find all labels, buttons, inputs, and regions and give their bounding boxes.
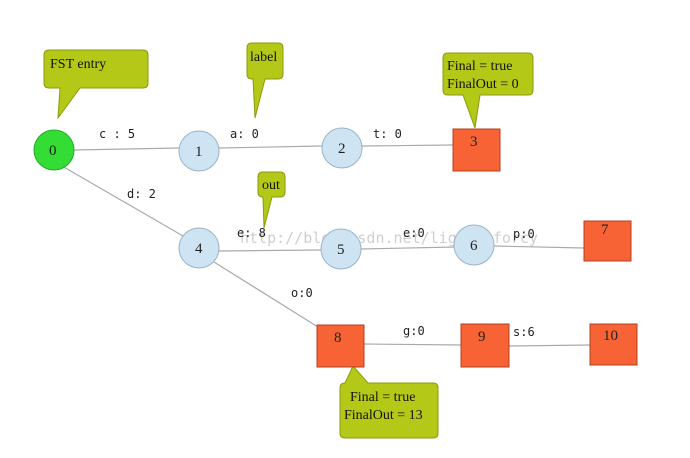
edge-4-8 bbox=[213, 261, 319, 328]
edge-9-10 bbox=[508, 344, 591, 347]
callout-final-8-line1: Final = true bbox=[350, 390, 415, 405]
node-6: 6 bbox=[453, 224, 495, 266]
edge-label-1-2: a: 0 bbox=[230, 127, 259, 141]
node-10-label: 10 bbox=[603, 328, 618, 344]
edge-6-7 bbox=[493, 245, 585, 249]
callout-out-text: out bbox=[262, 178, 280, 193]
node-9: 9 bbox=[460, 323, 510, 368]
node-9-label: 9 bbox=[478, 329, 486, 345]
edge-4-5 bbox=[218, 249, 322, 252]
edge-label-9-10: s:6 bbox=[513, 325, 535, 339]
edge-label-5-6: e:0 bbox=[403, 226, 425, 240]
edge-0-1 bbox=[72, 147, 181, 151]
edge-label-8-9: g:0 bbox=[403, 324, 425, 338]
node-5: 5 bbox=[320, 228, 362, 270]
edge-5-6 bbox=[360, 246, 456, 250]
callout-final-3-line2: FinalOut = 0 bbox=[447, 77, 519, 92]
node-6-label: 6 bbox=[470, 238, 478, 254]
edge-label-0-4: d: 2 bbox=[127, 187, 156, 201]
callout-final-3: Final = true FinalOut = 0 bbox=[442, 52, 534, 129]
node-10: 10 bbox=[589, 323, 638, 366]
edges bbox=[61, 144, 591, 347]
node-1: 1 bbox=[178, 130, 220, 172]
node-1-label: 1 bbox=[195, 144, 203, 160]
edge-label-6-7: p:0 bbox=[513, 227, 535, 241]
node-0: 0 bbox=[33, 129, 75, 171]
callout-out: out bbox=[257, 171, 286, 229]
node-2: 2 bbox=[321, 127, 363, 169]
callout-final-3-line1: Final = true bbox=[447, 59, 512, 74]
node-2-label: 2 bbox=[338, 141, 346, 157]
edge-label-4-5: e: 8 bbox=[237, 226, 266, 240]
callout-final-8: Final = true FinalOut = 13 bbox=[339, 365, 439, 439]
node-7: 7 bbox=[583, 220, 632, 262]
edge-label-0-1: c : 5 bbox=[99, 127, 135, 141]
edge-label-2-3: t: 0 bbox=[373, 127, 402, 141]
node-5-label: 5 bbox=[337, 242, 345, 258]
edge-1-2 bbox=[218, 145, 323, 149]
edge-8-9 bbox=[363, 343, 462, 346]
callout-label: label bbox=[246, 42, 284, 119]
edge-2-3 bbox=[361, 144, 454, 147]
edge-label-4-8: o:0 bbox=[291, 286, 313, 300]
node-0-label: 0 bbox=[49, 143, 57, 159]
callout-fst-entry-text: FST entry bbox=[50, 57, 106, 72]
callout-label-text: label bbox=[250, 50, 277, 65]
node-3-label: 3 bbox=[470, 134, 478, 150]
callout-final-8-line2: FinalOut = 13 bbox=[344, 408, 423, 423]
node-4-label: 4 bbox=[195, 241, 203, 257]
node-7-label: 7 bbox=[601, 222, 609, 238]
edge-0-4 bbox=[61, 165, 184, 237]
node-3: 3 bbox=[452, 128, 501, 172]
callout-fst-entry: FST entry bbox=[43, 49, 149, 120]
node-8-label: 8 bbox=[334, 330, 342, 346]
node-8: 8 bbox=[316, 324, 365, 368]
node-4: 4 bbox=[178, 227, 220, 269]
